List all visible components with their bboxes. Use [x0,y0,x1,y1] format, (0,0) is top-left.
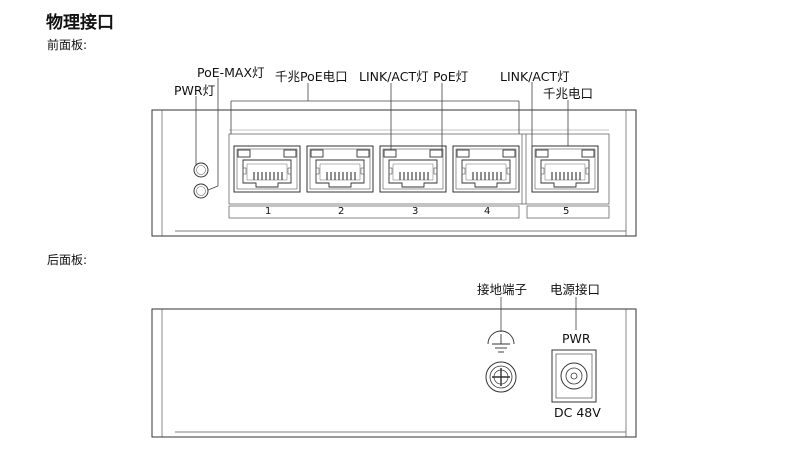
power-rating: DC 48V [554,405,601,420]
gigabit-port-label: 千兆电口 [543,86,594,101]
poe-max-led-label: PoE-MAX灯 [197,65,265,80]
port-number-2: 2 [338,206,345,217]
pwr-led-label: PWR灯 [174,83,216,98]
front-panel-label: 前面板: [47,38,88,52]
port-number-5: 5 [563,206,570,217]
ground-screw-icon [485,361,517,393]
uplink-link-act-led-label: LINK/ACT灯 [500,69,570,84]
ground-symbol-icon [487,330,515,353]
link-act-led-label: LINK/ACT灯 [359,69,429,84]
power-port-label: 电源接口 [550,282,601,297]
ground-terminal-label: 接地端子 [477,282,528,297]
rear-panel-label: 后面板: [47,253,88,267]
port-number-3: 3 [412,206,419,217]
dc-power-jack-icon [551,349,597,403]
rj45-port-3 [379,145,447,193]
port-number-4: 4 [484,206,491,217]
port-number-1: 1 [265,206,272,217]
page-title: 物理接口 [46,13,114,33]
rj45-port-2 [306,145,374,193]
rj45-port-1 [233,145,301,193]
rj45-port-5 [531,145,599,193]
power-marking: PWR [562,331,591,346]
gigabit-poe-ports-label: 千兆PoE电口 [275,69,348,84]
poe-led-label: PoE灯 [433,69,469,84]
rear-panel [151,297,637,438]
front-panel [151,78,637,237]
rj45-port-4 [452,145,520,193]
